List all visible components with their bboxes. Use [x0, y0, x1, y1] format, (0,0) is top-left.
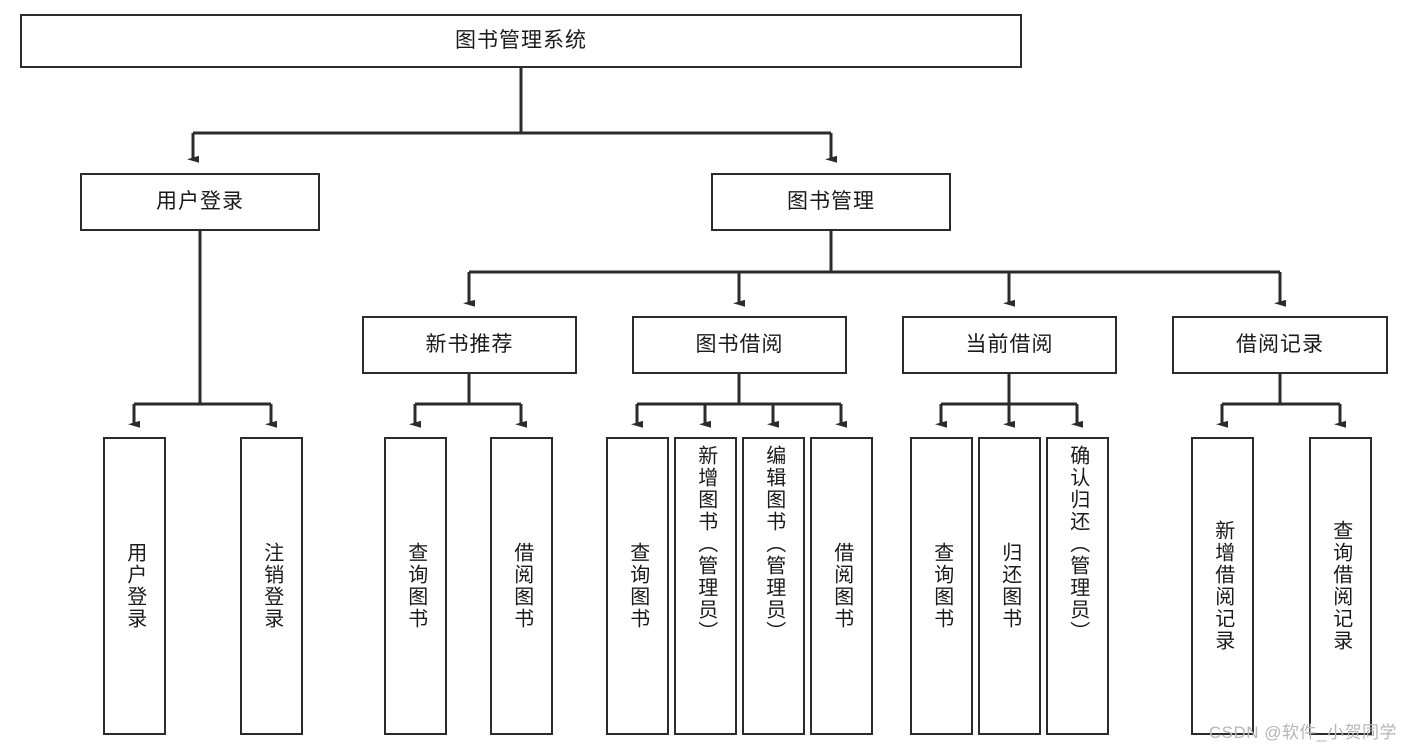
node-leaf-add-borrow-record[interactable]: 新增借阅记录 — [1191, 437, 1254, 735]
node-label: 归还图书 — [998, 542, 1021, 630]
node-label: 图书借阅 — [695, 333, 784, 357]
node-leaf-return-book[interactable]: 归还图书 — [978, 437, 1041, 735]
node-label: 查询图书 — [404, 542, 427, 630]
watermark-text: CSDN @软件_小贺同学 — [1208, 723, 1397, 742]
node-leaf-user-login[interactable]: 用户登录 — [103, 437, 166, 735]
node-leaf-query-book-2[interactable]: 查询图书 — [606, 437, 669, 735]
node-label: 查询借阅记录 — [1329, 520, 1352, 652]
node-label: 注销登录 — [260, 542, 283, 630]
node-label: 确认归还（管理员） — [1066, 445, 1089, 643]
node-leaf-borrow-book-1[interactable]: 借阅图书 — [490, 437, 553, 735]
node-label: 新增图书（管理员） — [694, 445, 717, 643]
node-leaf-query-borrow-record[interactable]: 查询借阅记录 — [1309, 437, 1372, 735]
node-book-management[interactable]: 图书管理 — [711, 173, 951, 231]
node-leaf-add-book-admin[interactable]: 新增图书（管理员） — [674, 437, 737, 735]
node-label: 借阅记录 — [1236, 333, 1324, 357]
node-leaf-edit-book-admin[interactable]: 编辑图书（管理员） — [742, 437, 805, 735]
node-label: 图书管理 — [787, 190, 875, 214]
node-label: 当前借阅 — [965, 333, 1054, 357]
node-label: 借阅图书 — [830, 542, 853, 630]
node-label: 编辑图书（管理员） — [762, 445, 785, 643]
node-label: 查询图书 — [626, 542, 649, 630]
node-leaf-logout[interactable]: 注销登录 — [240, 437, 303, 735]
node-label: 用户登录 — [156, 190, 244, 214]
node-borrow-record[interactable]: 借阅记录 — [1172, 316, 1388, 374]
node-label: 查询图书 — [930, 542, 953, 630]
node-current-borrow[interactable]: 当前借阅 — [902, 316, 1117, 374]
node-leaf-borrow-book-2[interactable]: 借阅图书 — [810, 437, 873, 735]
node-label: 新增借阅记录 — [1211, 520, 1234, 652]
node-label: 新书推荐 — [425, 333, 514, 357]
node-book-borrow[interactable]: 图书借阅 — [632, 316, 847, 374]
node-book-management-system[interactable]: 图书管理系统 — [20, 14, 1022, 68]
node-leaf-query-book-3[interactable]: 查询图书 — [910, 437, 973, 735]
node-new-book-recommend[interactable]: 新书推荐 — [362, 316, 577, 374]
node-leaf-confirm-return-admin[interactable]: 确认归还（管理员） — [1046, 437, 1109, 735]
node-label: 借阅图书 — [510, 542, 533, 630]
node-label: 图书管理系统 — [455, 29, 587, 53]
node-leaf-query-book-1[interactable]: 查询图书 — [384, 437, 447, 735]
node-user-login[interactable]: 用户登录 — [80, 173, 320, 231]
node-label: 用户登录 — [123, 542, 146, 630]
